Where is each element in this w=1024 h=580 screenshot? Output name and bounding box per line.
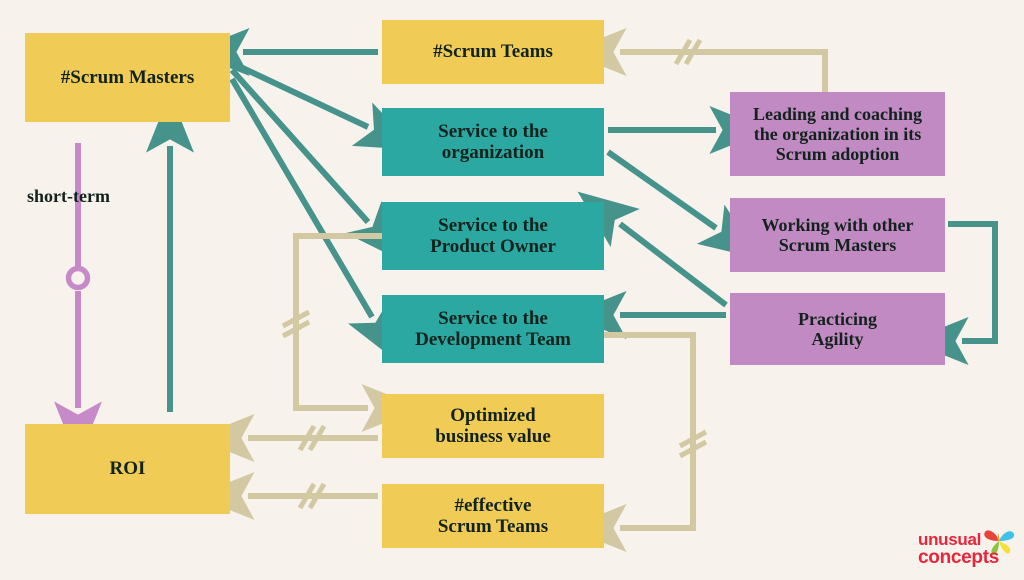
edge-working-other-to-practicing [908, 221, 998, 365]
delay-marker-optimized-to-roi [297, 424, 327, 452]
brand-logo: unusual concepts [918, 528, 1016, 572]
logo-text-concepts: concepts [918, 547, 1000, 568]
butterfly-icon [984, 530, 1015, 556]
edge-practicing-to-svc-product-owner [577, 191, 728, 308]
edge-svc-organization-to-working-other [606, 149, 760, 259]
logo-text-unusual: unusual [918, 530, 982, 549]
node-scrum-teams[interactable]: #Scrum Teams [382, 20, 604, 84]
delay-marker-effective-teams-to-roi [297, 482, 327, 510]
delay-marker-dev-team-to-effective-teams [678, 429, 708, 459]
edge-leading-to-scrum-teams [566, 28, 828, 92]
edge-scrum-masters-to-svc-product-owner [229, 67, 404, 262]
edge-scrum-masters-to-svc-organization [230, 60, 417, 150]
short-term-delay-marker [65, 265, 91, 291]
edge-svc-dev-team-to-effective-teams [566, 332, 696, 552]
label-short-term: short-term [27, 186, 110, 206]
node-roi[interactable]: ROI [25, 424, 230, 514]
edge-scrum-masters-to-svc-dev-team [229, 77, 400, 364]
edge-svc-product-owner-to-optimized [293, 233, 422, 432]
node-scrum-masters[interactable]: #Scrum Masters [25, 33, 230, 122]
delay-marker-product-owner-to-optimized [281, 309, 311, 339]
delay-marker-leading-to-scrum-teams [673, 38, 703, 66]
